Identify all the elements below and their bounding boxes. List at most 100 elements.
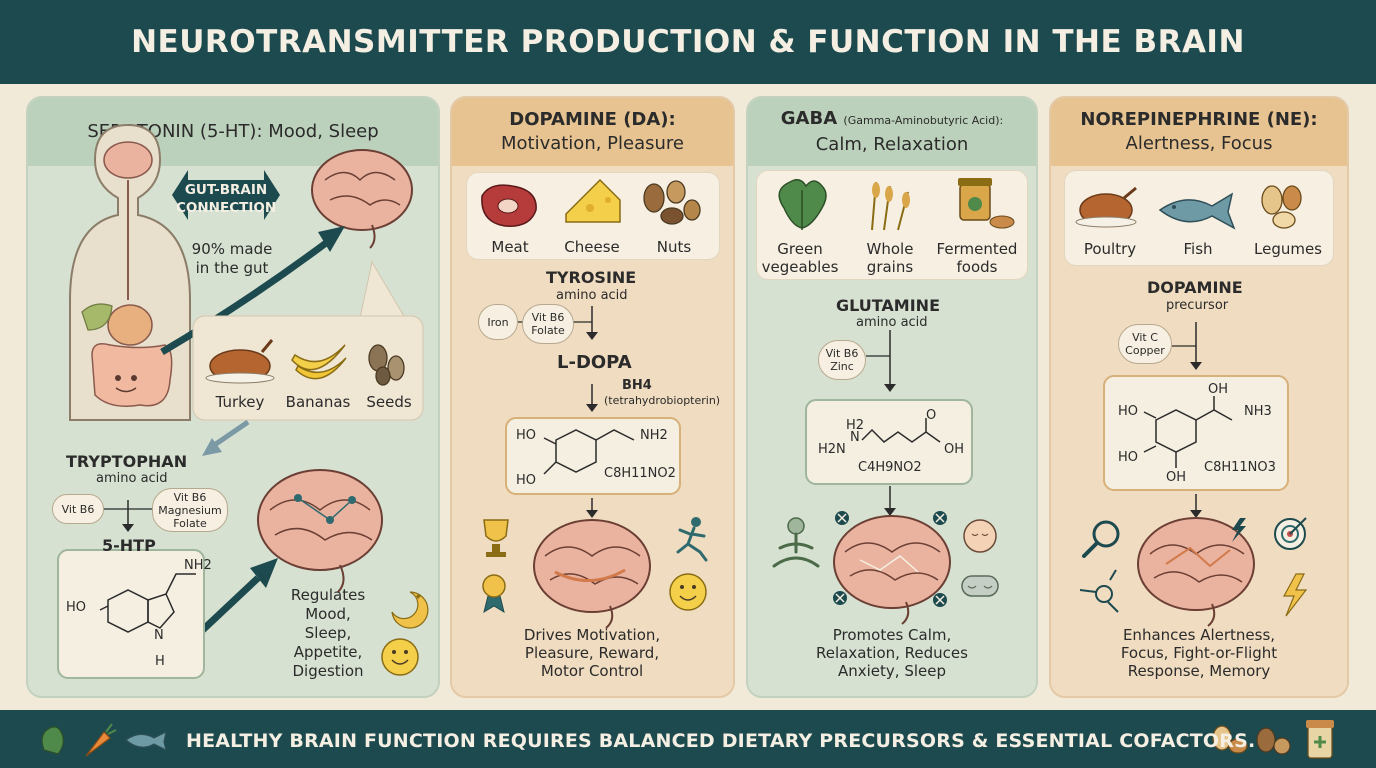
brain-top-icon	[311, 149, 413, 249]
food-label-whole-grains: Whole grains	[867, 240, 914, 276]
cofactor-group-pill: Vit B6 Magnesium Folate	[152, 488, 228, 532]
fermented-line1: Fermented	[936, 240, 1018, 258]
gaba-title-bold: GABA	[780, 108, 838, 129]
whole-grains-icon	[871, 181, 910, 231]
serotonin-function-1: Regulates	[290, 586, 366, 604]
gaba-function: Promotes Calm, Relaxation, Reduces Anxie…	[766, 626, 1018, 680]
svg-text:✦: ✦	[414, 592, 422, 603]
gaba-cofactor-2: Zinc	[830, 360, 854, 373]
footer-icons	[41, 720, 1334, 759]
trophy-icon	[483, 519, 509, 557]
fermented-line2: foods	[956, 258, 998, 276]
poultry-icon	[1075, 186, 1137, 228]
grains-line2: grains	[866, 258, 914, 276]
green-veg-line2: vegeables	[761, 258, 839, 276]
header-bar: NEUROTRANSMITTER PRODUCTION & FUNCTION I…	[0, 0, 1376, 84]
tyrosine-label: TYROSINE	[546, 268, 637, 287]
smiley-icon	[381, 638, 419, 676]
footer-message: HEALTHY BRAIN FUNCTION REQUIRES BALANCED…	[186, 730, 1256, 752]
gaba-brain-icon	[833, 515, 951, 625]
serotonin-function-4: Appetite,	[293, 643, 363, 661]
gaba-chem-oh: OH	[944, 442, 965, 457]
meditation-icon	[772, 517, 820, 568]
fermented-foods-jar-icon	[958, 178, 1015, 229]
cheese-icon	[565, 178, 621, 223]
supplement-bottle-icon	[1306, 720, 1334, 759]
bh4-full: (tetrahydrobiopterin)	[604, 394, 721, 407]
page-title: NEUROTRANSMITTER PRODUCTION & FUNCTION I…	[131, 24, 1245, 60]
dopamine-cofactor-b-2: Folate	[531, 324, 565, 337]
target-icon	[1274, 517, 1307, 550]
footer-bar: HEALTHY BRAIN FUNCTION REQUIRES BALANCED…	[0, 710, 1376, 768]
calm-x-icon	[833, 511, 947, 607]
cofactor-b-2: Magnesium	[158, 503, 222, 517]
ne-function-1: Enhances Alertness,	[1122, 626, 1276, 644]
ne-cofactor-1: Vit C	[1132, 331, 1158, 344]
dopamine-title-2: Motivation, Pleasure	[500, 133, 685, 154]
serotonin-function-5: Digestion	[292, 662, 364, 680]
dopamine-brain-icon	[533, 519, 651, 629]
food-label-poultry: Poultry	[1083, 240, 1137, 258]
ne-chem-nh3: NH3	[1244, 404, 1272, 419]
food-label-nuts: Nuts	[656, 238, 692, 256]
gaba-header: GABA (Gamma-Aminobutyric Acid): Calm, Re…	[748, 98, 1036, 166]
sleep-mask-icon	[961, 575, 999, 597]
dopamine-header: DOPAMINE (DA): Motivation, Pleasure	[452, 98, 733, 166]
cofactor-b-3: Folate	[173, 516, 207, 530]
food-label-legumes: Legumes	[1253, 240, 1323, 258]
magnifier-icon	[1082, 520, 1120, 558]
dopamine-chem-ho2: HO	[516, 473, 537, 488]
serotonin-function-2: Mood,	[305, 605, 351, 623]
gaba-molecule-icon	[861, 418, 941, 443]
norepinephrine-title-2: Alertness, Focus	[1125, 133, 1273, 154]
spinach-icon	[41, 726, 64, 755]
gaba-function-1: Promotes Calm,	[832, 626, 952, 644]
sleeping-face-icon	[963, 519, 997, 553]
liver-icon	[81, 303, 113, 331]
gaba-cofactor-1: Vit B6	[825, 347, 859, 360]
cofactor-vitb6-pill: Vit B6	[52, 494, 104, 524]
food-label-cheese: Cheese	[564, 238, 620, 256]
dopamine-title-1: DOPAMINE (DA):	[509, 109, 676, 130]
dopamine-smiley-icon	[669, 573, 707, 611]
dopamine-molecule-icon	[543, 429, 635, 475]
brain-bottom-icon	[257, 469, 383, 593]
ne-chem-ho1: HO	[1118, 404, 1139, 419]
ldopa-label: L-DOPA	[557, 352, 632, 373]
ne-chem-oh2: OH	[1166, 470, 1187, 485]
ne-chem-oh: OH	[1208, 382, 1229, 397]
gaba-chem-h2n: H2N	[818, 442, 846, 457]
neuron-search-icon	[1079, 569, 1119, 613]
footer-legumes-icon	[1212, 725, 1248, 754]
serotonin-molecule-icon	[99, 573, 196, 633]
medal-icon	[482, 574, 506, 614]
serotonin-function: Regulates Mood, Sleep, Appetite, Digesti…	[282, 586, 374, 681]
nuts-icon	[643, 180, 701, 225]
gaba-function-2: Relaxation, Reduces	[816, 644, 968, 662]
ne-precursor-type: precursor	[1166, 298, 1229, 313]
food-label-bananas: Bananas	[285, 393, 351, 411]
chem-n: N	[154, 628, 164, 643]
head-brain-icon	[103, 141, 153, 179]
ne-dopamine-label: DOPAMINE	[1147, 278, 1243, 297]
tryptophan-label: TRYPTOPHAN	[66, 452, 188, 471]
dopamine-cofactor-b-1: Vit B6	[531, 311, 565, 324]
dopamine-function: Drives Motivation, Pleasure, Reward, Mot…	[470, 626, 714, 680]
gaba-formula: C4H9NO2	[858, 460, 922, 475]
dopamine-function-2: Pleasure, Reward,	[524, 644, 660, 662]
norepinephrine-header: NOREPINEPHRINE (NE): Alertness, Focus	[1051, 98, 1347, 166]
gaba-chem-o: O	[926, 408, 937, 423]
chem-h: H	[155, 654, 165, 669]
food-label-turkey: Turkey	[215, 393, 265, 411]
green-veg-line1: Green	[777, 240, 823, 258]
norepinephrine-brain-icon	[1137, 517, 1255, 627]
dopamine-chem-nh2: NH2	[640, 428, 668, 443]
moon-icon: ✦	[391, 591, 429, 629]
gut-note-line1: 90% made	[191, 240, 273, 258]
gut-brain-double-arrow-icon	[172, 170, 280, 220]
footer-nuts-icon	[1256, 727, 1291, 755]
